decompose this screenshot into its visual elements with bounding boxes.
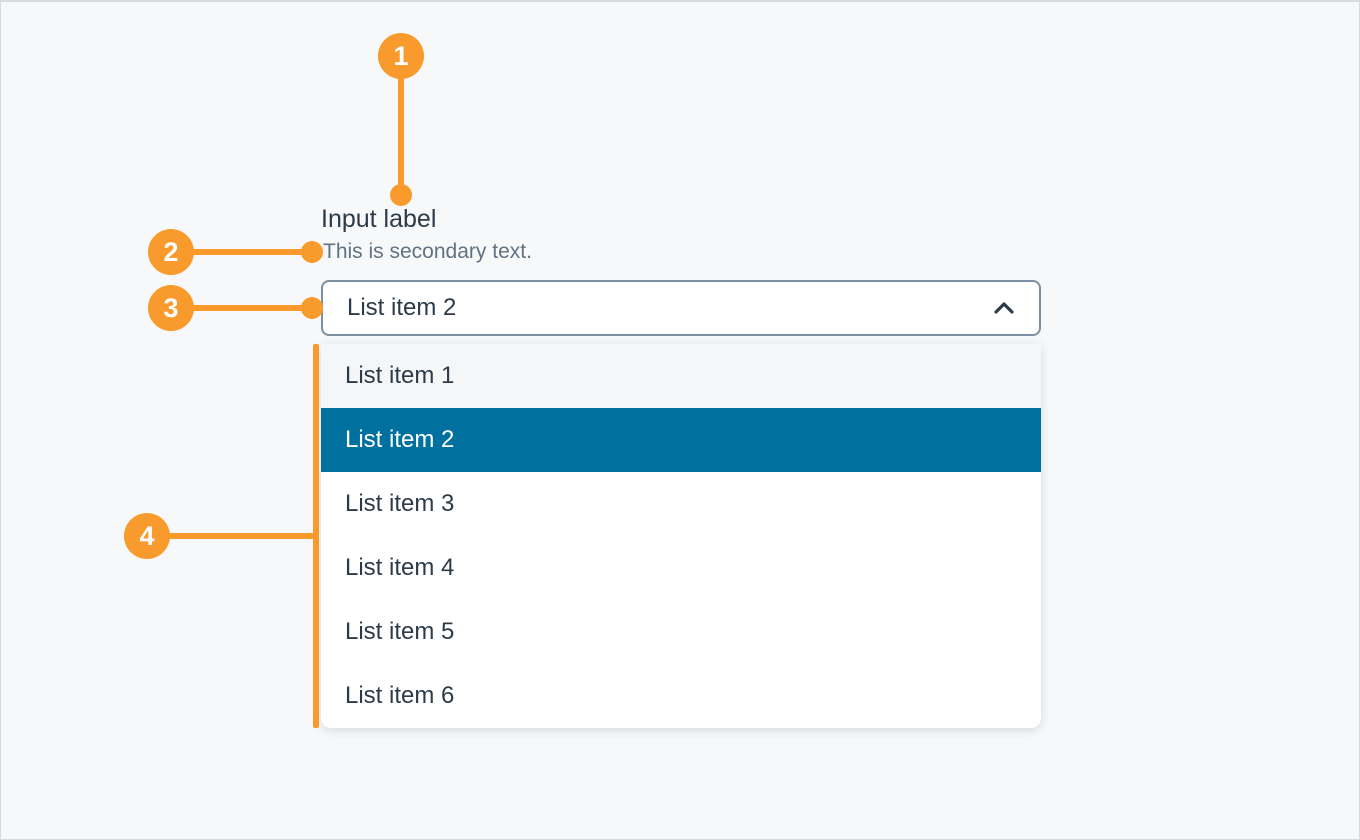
chevron-up-icon — [994, 302, 1014, 314]
callout-4-line — [167, 533, 315, 539]
callout-2-line — [191, 249, 307, 255]
option-list-item-1[interactable]: List item 1 — [321, 344, 1041, 408]
option-list-item-5[interactable]: List item 5 — [345, 618, 455, 645]
select-trigger[interactable]: List item 2 — [321, 280, 1041, 336]
callout-3-dot — [301, 297, 323, 319]
callout-1-dot — [390, 184, 412, 206]
callout-4-badge: 4 — [124, 513, 170, 559]
callout-2-badge: 2 — [148, 229, 194, 275]
option-list-item-2[interactable]: List item 2 — [321, 408, 1041, 472]
option-list: List item 1 List item 2 List item 3 List… — [321, 344, 1041, 728]
option-list-item-4[interactable]: List item 4 — [345, 554, 455, 581]
input-label: Input label — [321, 205, 437, 233]
select-value: List item 2 — [347, 294, 457, 321]
callout-2-dot — [301, 241, 323, 263]
callout-3-line — [191, 305, 307, 311]
option-list-item-3[interactable]: List item 3 — [345, 490, 455, 517]
callout-1-badge: 1 — [378, 33, 424, 79]
callout-4-bracket-bar — [313, 344, 319, 728]
callout-1-line — [398, 76, 404, 190]
callout-3-badge: 3 — [148, 285, 194, 331]
secondary-text: This is secondary text. — [323, 240, 532, 263]
option-list-item-6[interactable]: List item 6 — [345, 682, 455, 709]
